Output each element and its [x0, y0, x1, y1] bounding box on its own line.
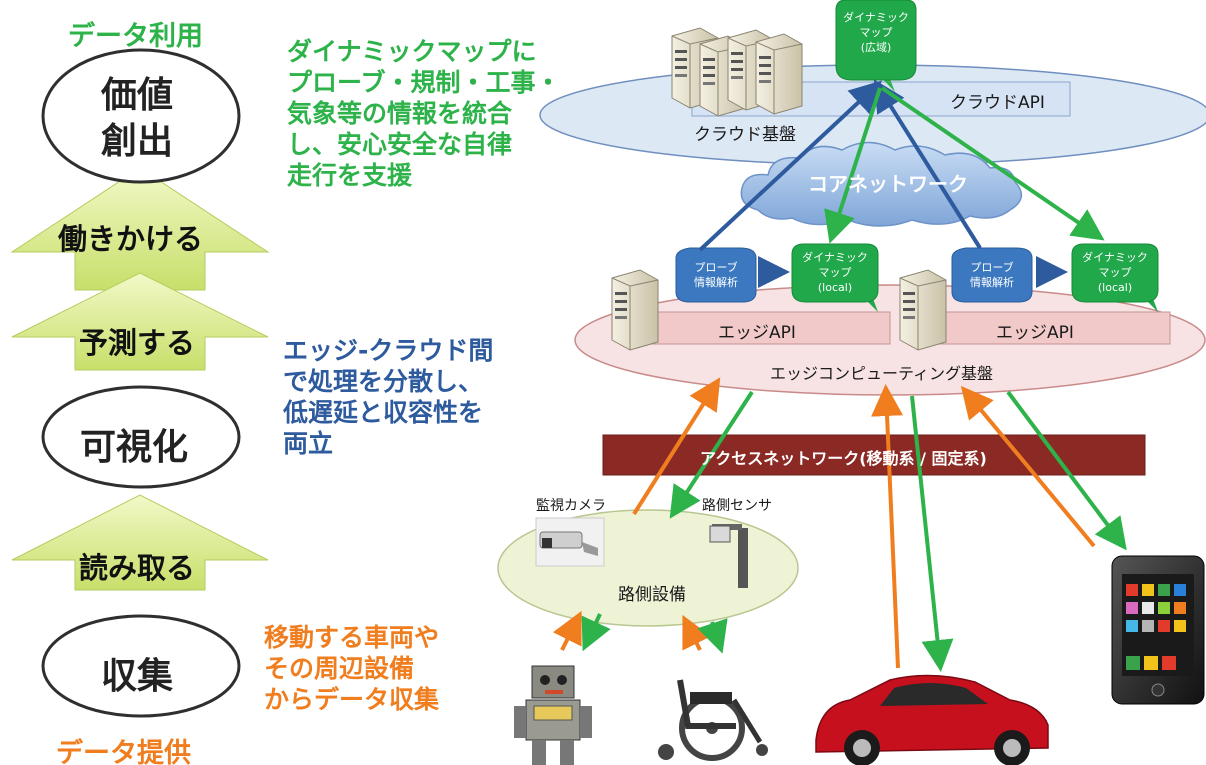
- car-icon: [815, 674, 1049, 765]
- note-blue-line: エッジ-クラウド間: [283, 336, 494, 365]
- core-network-label: コアネットワーク: [808, 172, 968, 196]
- speech-bubble-icon: [951, 247, 1033, 303]
- collect-label: 収集: [101, 656, 174, 697]
- predict-label: 予測する: [79, 326, 196, 360]
- note-blue-line: 両立: [283, 429, 334, 458]
- note-blue-line: で処理を分散し、: [283, 367, 484, 396]
- probe-analysis-left: プローブ 情報解析: [676, 260, 756, 290]
- note-blue: エッジ-クラウド間 で処理を分散し、 低遅延と収容性を 両立: [283, 335, 553, 459]
- edge-platform-label: エッジコンピューティング基盤: [770, 364, 994, 383]
- note-green-line: 気象等の情報を統合: [287, 99, 513, 128]
- dynamic-map-line: (local): [817, 281, 853, 294]
- note-orange: 移動する車両や その周辺設備 からデータ収集: [264, 622, 504, 715]
- up-arrow-act: [10, 167, 270, 291]
- oval-visualize: [41, 385, 241, 489]
- edge-api-label-right: エッジAPI: [996, 323, 1074, 343]
- value-creation-line1: 価値: [101, 75, 174, 116]
- dynamic-map-line: ダイナミック: [843, 11, 909, 24]
- left-panel: [10, 48, 270, 718]
- dynamic-map-line: ダイナミック: [802, 251, 868, 264]
- smartphone-icon: [1111, 555, 1205, 705]
- roadside-sensor-icon: [709, 524, 748, 588]
- robot-icon: [514, 665, 592, 765]
- edge-layer: [574, 243, 1206, 396]
- up-arrow-read: [11, 494, 269, 591]
- dynamic-map-line: ダイナミック: [1082, 251, 1148, 264]
- note-blue-line: 低遅延と収容性を: [283, 398, 484, 427]
- access-network-label: アクセスネットワーク(移動系 / 固定系): [700, 449, 987, 468]
- dynamic-map-line: (広域): [860, 41, 892, 54]
- note-green-line: 走行を支援: [287, 161, 413, 190]
- dynamic-map-line: マップ: [859, 26, 893, 39]
- oval-value-creation: [41, 48, 241, 184]
- server-icon: [899, 269, 947, 351]
- sensor-label: 路側センサ: [702, 498, 772, 514]
- oval-collect: [41, 614, 241, 718]
- probe-line: プローブ: [694, 261, 738, 274]
- speech-bubble-icon: [791, 243, 879, 303]
- server-icon: [611, 269, 659, 351]
- security-camera-icon: [535, 517, 605, 567]
- note-orange-line: その周辺設備: [264, 654, 415, 683]
- note-orange-line: 移動する車両や: [264, 623, 440, 652]
- note-orange-line: からデータ収集: [264, 685, 440, 714]
- probe-analysis-right: プローブ 情報解析: [952, 260, 1032, 290]
- visualize-label: 可視化: [80, 427, 189, 468]
- cloud-platform-label: クラウド基盤: [694, 125, 796, 145]
- value-creation-line2: 創出: [101, 121, 174, 162]
- act-label: 働きかける: [58, 222, 204, 256]
- speech-bubble-icon: [1071, 243, 1159, 303]
- note-green: ダイナミックマップに プローブ・規制・工事・ 気象等の情報を統合 し、安心安全な…: [287, 36, 587, 191]
- dynamic-map-line: マップ: [1098, 266, 1132, 279]
- dynamic-map-line: マップ: [818, 266, 852, 279]
- speech-bubble-icon: [675, 247, 757, 303]
- edge-api-bar-left: [641, 311, 891, 345]
- dynamic-map-line: (local): [1097, 281, 1133, 294]
- data-provision-label: データ提供: [56, 738, 191, 765]
- dynamic-map-wide: ダイナミック マップ (広域): [836, 10, 916, 55]
- probe-line: 情報解析: [694, 276, 738, 289]
- cloud-edge-links: [698, 79, 1105, 252]
- device-links: [552, 377, 1127, 672]
- roadside-facility-label: 路側設備: [618, 585, 686, 605]
- dynamic-map-local-right: ダイナミック マップ (local): [1072, 250, 1158, 295]
- server-icon: [755, 33, 803, 115]
- up-arrow-predict: [11, 272, 269, 371]
- note-green-line: プローブ・規制・工事・: [287, 68, 561, 97]
- camera-label: 監視カメラ: [536, 498, 606, 514]
- note-green-line: ダイナミックマップに: [287, 37, 537, 66]
- edge-api-label-left: エッジAPI: [718, 323, 796, 343]
- roadside-facility: [497, 509, 799, 627]
- speech-bubble-icon: [835, 0, 917, 81]
- wheelchair-icon: [658, 679, 768, 761]
- note-green-line: し、安心安全な自律: [287, 130, 513, 159]
- probe-line: 情報解析: [970, 276, 1014, 289]
- dynamic-map-local-left: ダイナミック マップ (local): [792, 250, 878, 295]
- data-utilization-label: データ利用: [68, 21, 203, 52]
- cloud-api-label: クラウドAPI: [950, 93, 1045, 113]
- read-label: 読み取る: [79, 551, 196, 585]
- probe-line: プローブ: [970, 261, 1014, 274]
